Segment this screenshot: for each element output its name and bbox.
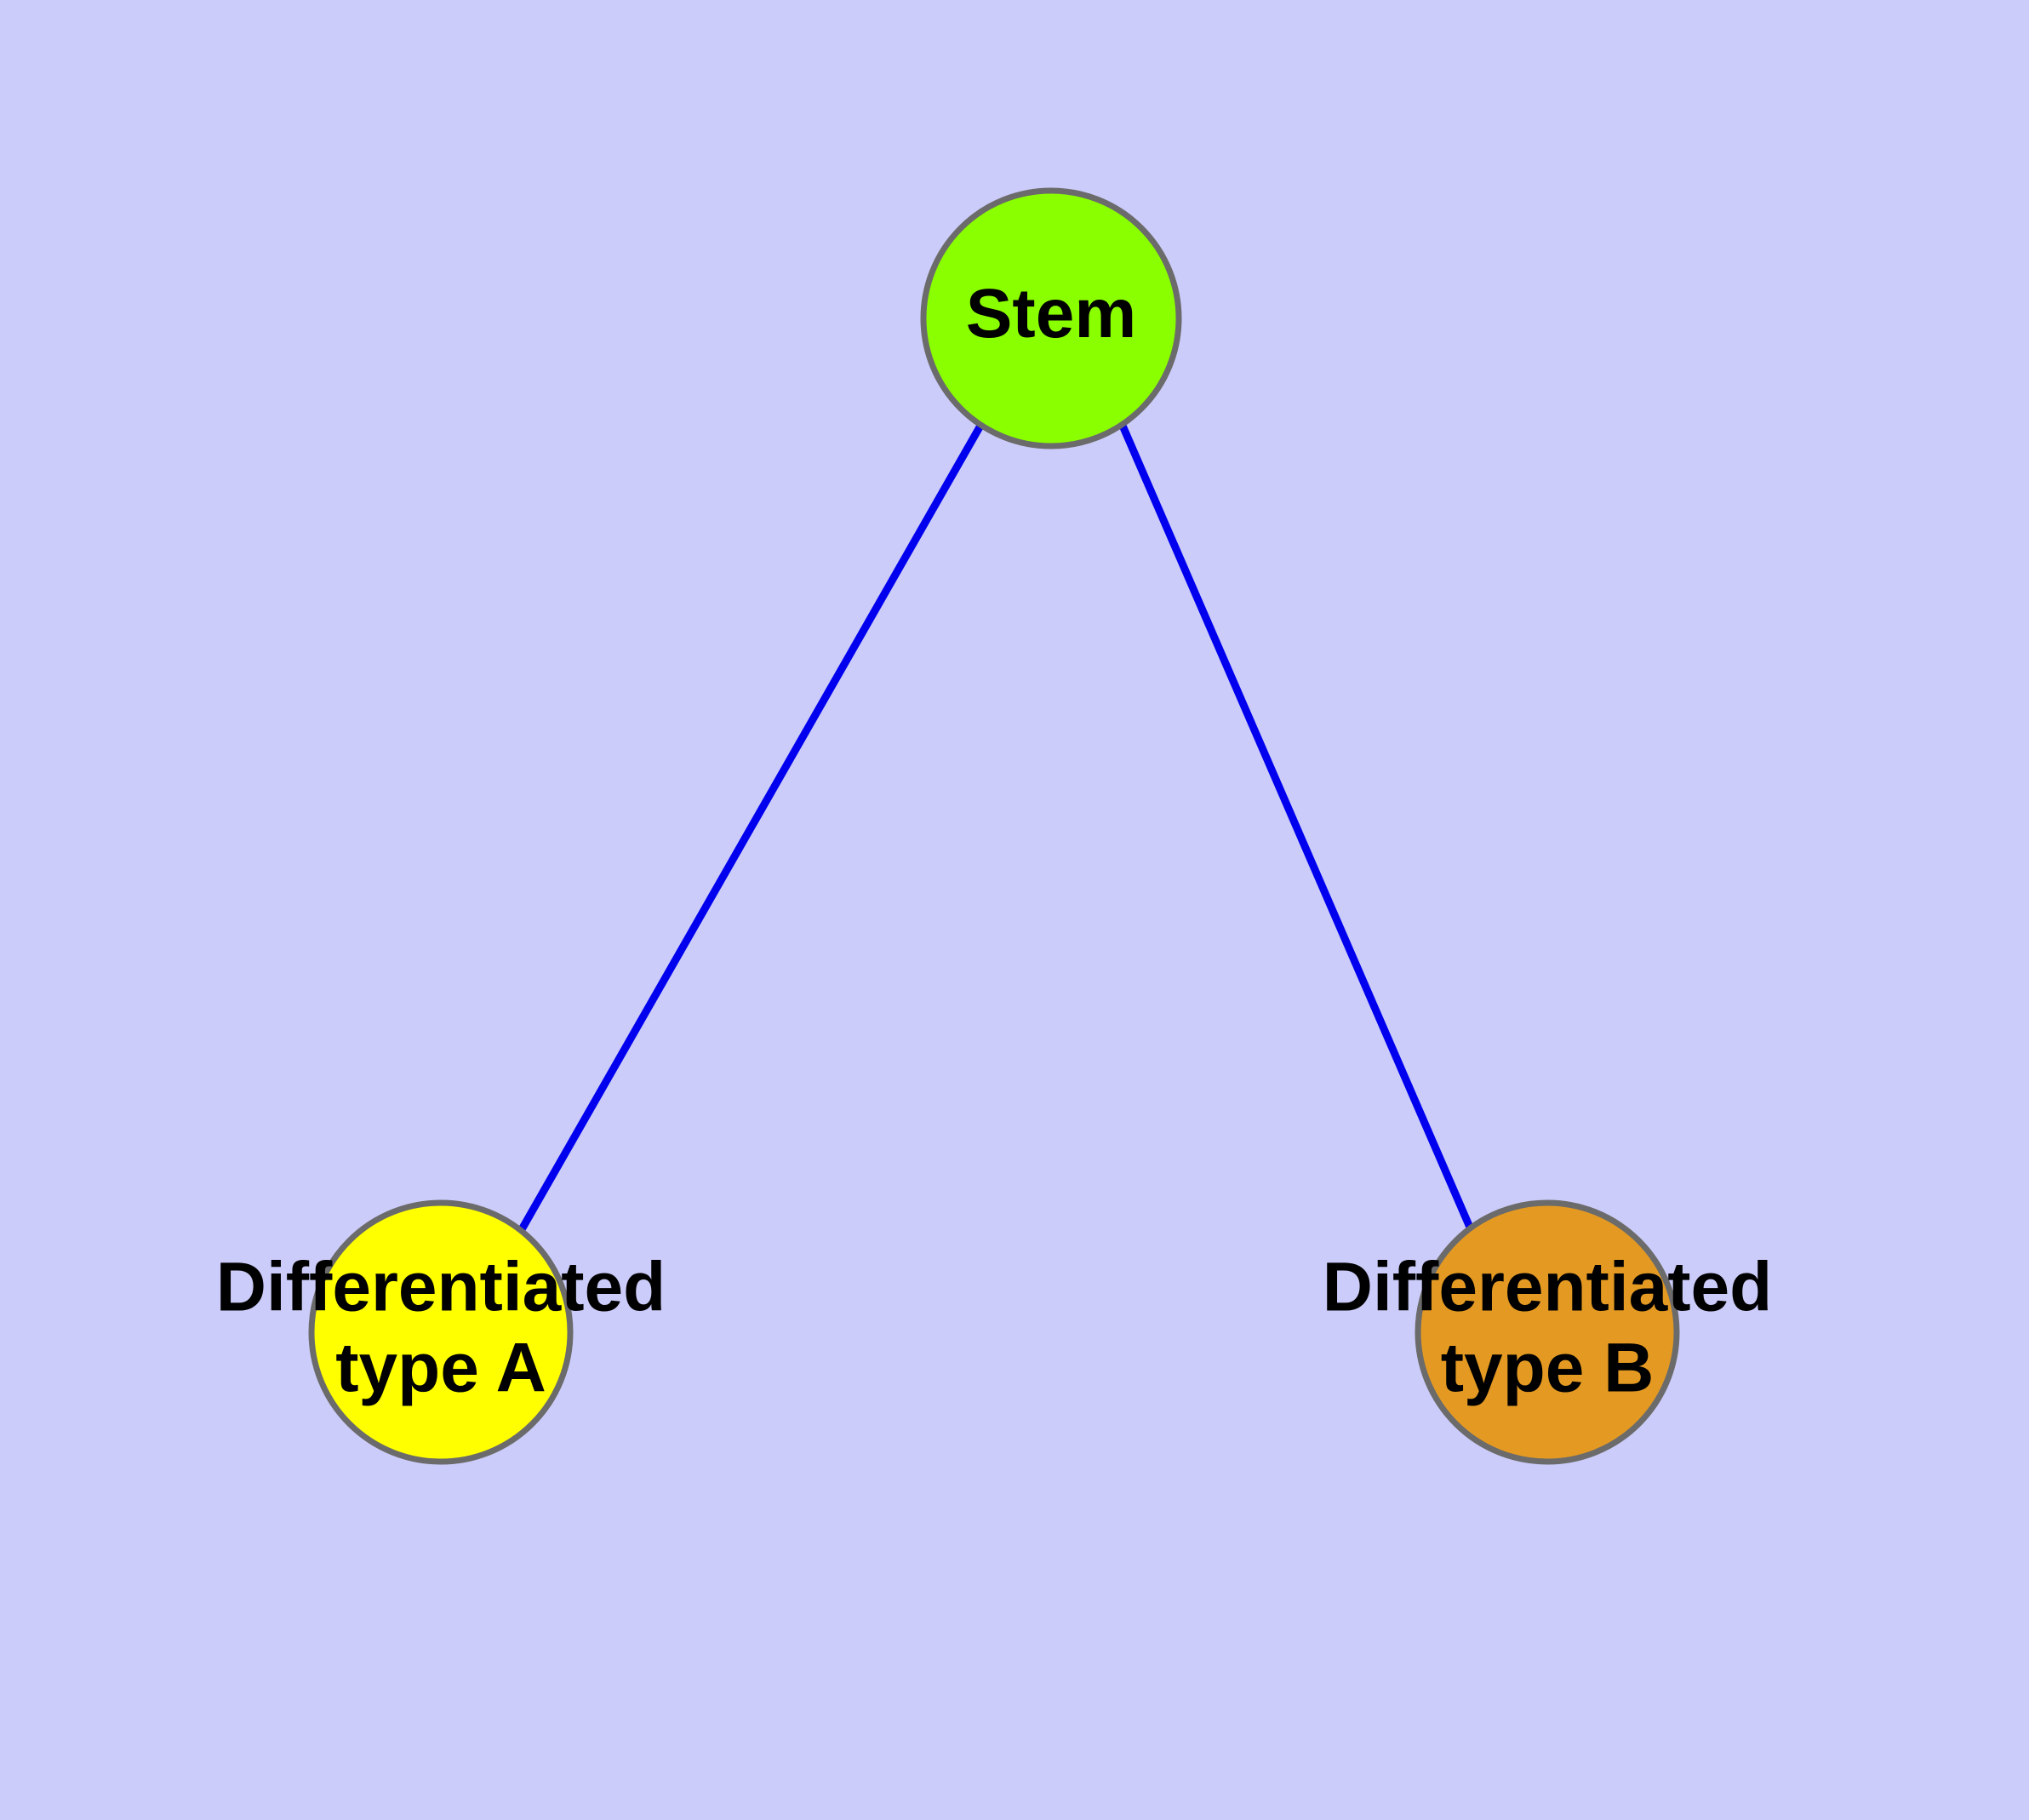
node-differentiated-type-a[interactable] bbox=[308, 1199, 574, 1465]
node-label-line: Differentiated bbox=[1323, 1248, 1773, 1325]
node-label-line: Stem bbox=[966, 275, 1137, 352]
node-label-stem: Stem bbox=[966, 275, 1137, 352]
node-label-line: Differentiated bbox=[216, 1248, 666, 1325]
edge-stem-to-differentiated-type-b[interactable] bbox=[1118, 424, 1475, 1231]
node-layer bbox=[308, 187, 1680, 1465]
node-differentiated-type-b[interactable] bbox=[1415, 1199, 1680, 1465]
edge-layer bbox=[517, 423, 1475, 1233]
node-label-line: type A bbox=[335, 1329, 546, 1406]
edge-stem-to-differentiated-type-a[interactable] bbox=[517, 423, 984, 1233]
node-stem[interactable] bbox=[920, 187, 1182, 449]
node-label-line: type B bbox=[1441, 1329, 1655, 1406]
